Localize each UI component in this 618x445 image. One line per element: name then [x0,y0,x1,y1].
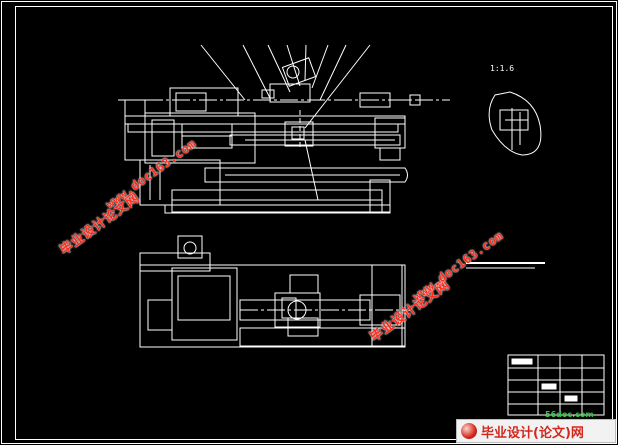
footer-brand-text: 毕业设计(论文)网 [481,425,584,441]
detail-view [488,91,542,156]
globe-icon [461,423,477,439]
detail-scale-label: 1:1.6 [490,64,515,73]
top-view [139,235,410,348]
title-block [507,354,605,416]
sheet-inner-border [15,6,613,440]
footer-logo: 毕业设计(论文)网 [456,419,616,443]
small-brand-label: 56doc.com [545,410,594,419]
front-view [118,44,450,214]
